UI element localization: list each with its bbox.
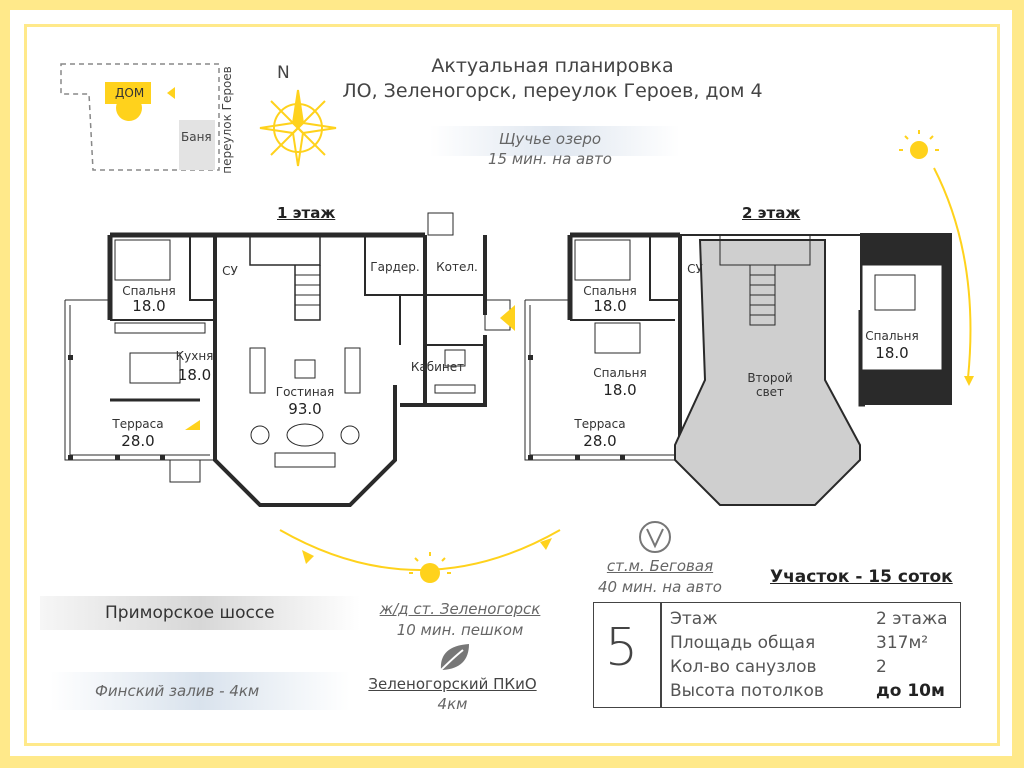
f1-living-label: Гостиная bbox=[275, 385, 335, 399]
f1-terrace-area: 28.0 bbox=[121, 432, 155, 450]
floor2-plan bbox=[524, 232, 952, 506]
spec-value-ceiling: до 10м bbox=[876, 681, 945, 701]
plot-size: Участок - 15 соток bbox=[770, 567, 953, 587]
metro-icon bbox=[639, 521, 671, 553]
house-label: ДОМ bbox=[115, 86, 145, 100]
entrance-marker bbox=[167, 87, 175, 99]
spec-label-bathrooms: Кол-во санузлов bbox=[670, 657, 817, 677]
gulf-strip bbox=[50, 672, 350, 710]
park-distance: 4км bbox=[437, 695, 468, 713]
spec-value-area: 317м² bbox=[876, 633, 929, 653]
f1-bedroom-area: 18.0 bbox=[132, 297, 166, 315]
lake-time: 15 мин. на авто bbox=[488, 150, 612, 168]
spec-value-floors: 2 этажа bbox=[876, 609, 948, 629]
house-block bbox=[105, 82, 151, 104]
f1-wc-label: СУ bbox=[222, 264, 238, 278]
metro-name: ст.м. Беговая bbox=[606, 557, 714, 575]
house-circle bbox=[116, 95, 142, 121]
railway-name: ж/д ст. Зеленогорск bbox=[379, 600, 541, 618]
lake-name: Щучье озеро bbox=[498, 130, 602, 148]
f2-terrace-area: 28.0 bbox=[583, 432, 617, 450]
f2-wc-label: СУ bbox=[687, 262, 703, 276]
highway-strip bbox=[40, 596, 360, 630]
specs-number: 5 bbox=[605, 618, 639, 678]
terrace-marker-f1 bbox=[185, 420, 200, 430]
f2-bedroom3-area: 18.0 bbox=[875, 344, 909, 362]
floor1-title: 1 этаж bbox=[277, 204, 336, 222]
floor1-plan bbox=[64, 212, 515, 507]
leaf-icon bbox=[438, 644, 469, 673]
f2-bedroom2-area: 18.0 bbox=[603, 381, 637, 399]
f1-kitchen-area: 18.0 bbox=[177, 366, 212, 384]
f2-second-light-line2: свет bbox=[755, 385, 785, 399]
entrance-marker-f1 bbox=[500, 305, 515, 331]
specs-box bbox=[593, 602, 961, 708]
f1-kitchen-label: Кухня bbox=[175, 349, 214, 363]
f1-terrace-label: Терраса bbox=[112, 417, 164, 431]
f1-wardrobe-label: Гардер. bbox=[370, 260, 420, 274]
lake-strip bbox=[430, 126, 680, 156]
specs-divider bbox=[660, 602, 662, 708]
f2-bedroom2-label: Спальня bbox=[593, 366, 647, 380]
spec-label-ceiling: Высота потолков bbox=[670, 681, 824, 701]
f2-terrace-label: Терраса bbox=[574, 417, 626, 431]
bath-block bbox=[179, 120, 215, 170]
sun-path-bottom bbox=[279, 529, 561, 583]
f2-bedroom3-label: Спальня bbox=[865, 329, 919, 343]
compass-rose-icon bbox=[259, 89, 337, 167]
spec-label-floors: Этаж bbox=[670, 609, 718, 629]
north-label: N bbox=[277, 63, 290, 83]
f2-bedroom1-label: Спальня bbox=[583, 284, 637, 298]
bath-label: Баня bbox=[181, 130, 212, 144]
metro-time: 40 мин. на авто bbox=[598, 578, 722, 596]
second-light-area bbox=[674, 239, 861, 506]
f1-boiler-label: Котел. bbox=[436, 260, 478, 274]
site-plan bbox=[60, 63, 220, 171]
sun-path-right bbox=[899, 130, 974, 386]
floor2-title: 2 этаж bbox=[742, 204, 801, 222]
title-line2: ЛО, Зеленогорск, переулок Героев, дом 4 bbox=[342, 80, 763, 102]
f1-bedroom-label: Спальня bbox=[122, 284, 176, 298]
street-label: переулок Героев bbox=[219, 66, 234, 174]
f2-second-light-line1: Второй bbox=[747, 371, 793, 385]
title-line1: Актуальная планировка bbox=[431, 55, 674, 77]
park-name: Зеленогорский ПКиО bbox=[368, 675, 537, 693]
railway-time: 10 мин. пешком bbox=[396, 621, 524, 639]
spec-label-area: Площадь общая bbox=[670, 633, 816, 653]
card-inner-border bbox=[24, 24, 1000, 746]
highway-label: Приморское шоссе bbox=[105, 603, 275, 623]
f1-living-area: 93.0 bbox=[288, 400, 322, 418]
spec-value-bathrooms: 2 bbox=[876, 657, 887, 677]
f2-bedroom1-area: 18.0 bbox=[593, 297, 627, 315]
f1-study-label: Кабинет bbox=[410, 360, 465, 374]
gulf-label: Финский залив - 4км bbox=[95, 682, 260, 700]
